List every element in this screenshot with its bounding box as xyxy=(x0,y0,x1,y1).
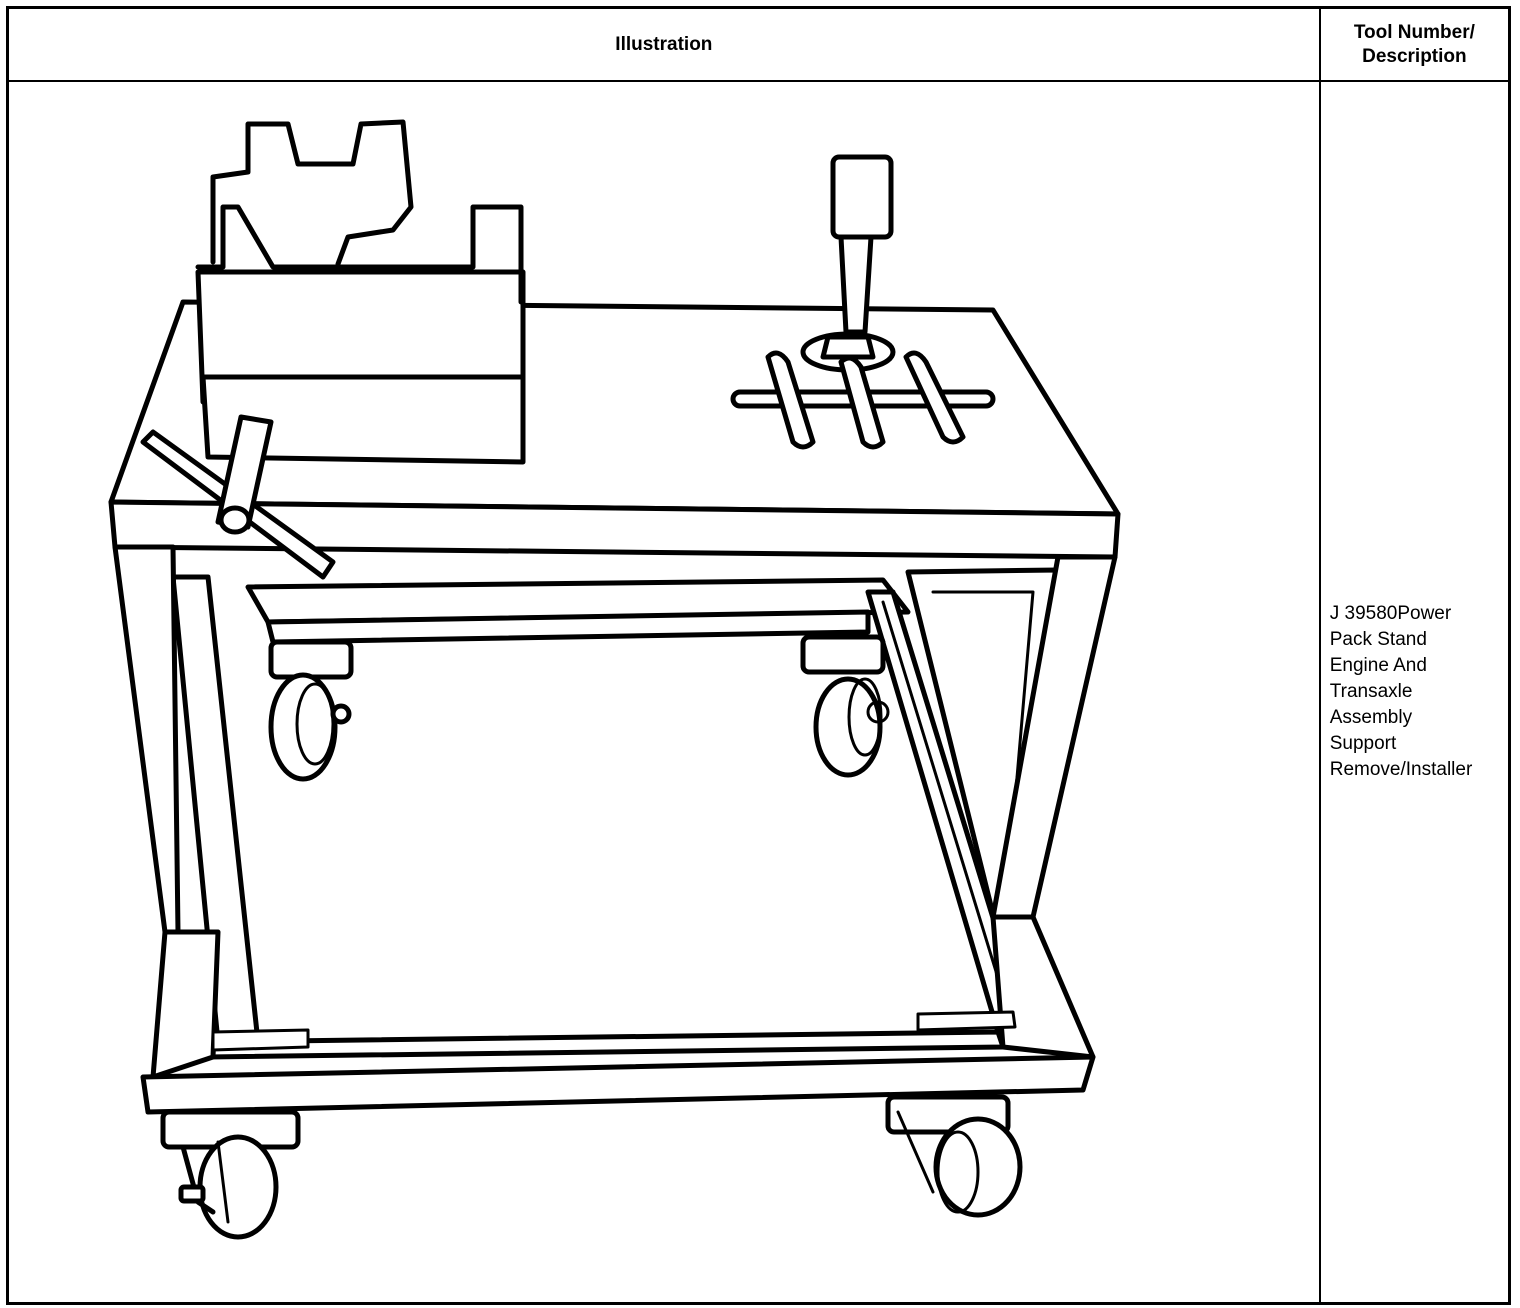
power-pack-stand-illustration xyxy=(108,119,1121,1240)
tool-description-line: Assembly xyxy=(1329,707,1413,728)
illustration-header: Illustration xyxy=(9,9,1321,82)
tool-sheet: Illustration Tool Number/ Description xyxy=(6,6,1511,1305)
tool-description-line: J 39580Power xyxy=(1329,603,1452,624)
tool-description-line: Support xyxy=(1329,733,1397,754)
rear-caster-right xyxy=(800,634,890,778)
table-header-row: Illustration Tool Number/ Description xyxy=(9,9,1508,82)
tool-description-line: Engine And xyxy=(1329,655,1427,676)
screw-jack xyxy=(730,154,996,450)
tool-description-line: Pack Stand xyxy=(1329,629,1427,650)
rear-caster-left xyxy=(268,639,354,782)
tool-header-line-2: Description xyxy=(1362,45,1467,67)
front-caster-right xyxy=(885,1094,1023,1218)
front-caster-left xyxy=(160,1109,301,1240)
tool-table: Illustration Tool Number/ Description xyxy=(9,9,1508,1302)
tool-header-line-1: Tool Number/ xyxy=(1353,21,1475,43)
tool-description-cell: J 39580Power Pack Stand Engine And Trans… xyxy=(1318,80,1508,1302)
engine-mount-block xyxy=(195,119,526,465)
locking-pin xyxy=(140,414,336,580)
front-frame xyxy=(112,544,1118,1115)
tool-description-header: Tool Number/ Description xyxy=(1318,9,1508,82)
table-row: J 39580Power Pack Stand Engine And Trans… xyxy=(9,80,1508,1302)
tool-description-line: Transaxle xyxy=(1329,681,1413,702)
tool-description-line: Remove/Installer xyxy=(1329,759,1473,780)
illustration-cell xyxy=(9,80,1321,1302)
